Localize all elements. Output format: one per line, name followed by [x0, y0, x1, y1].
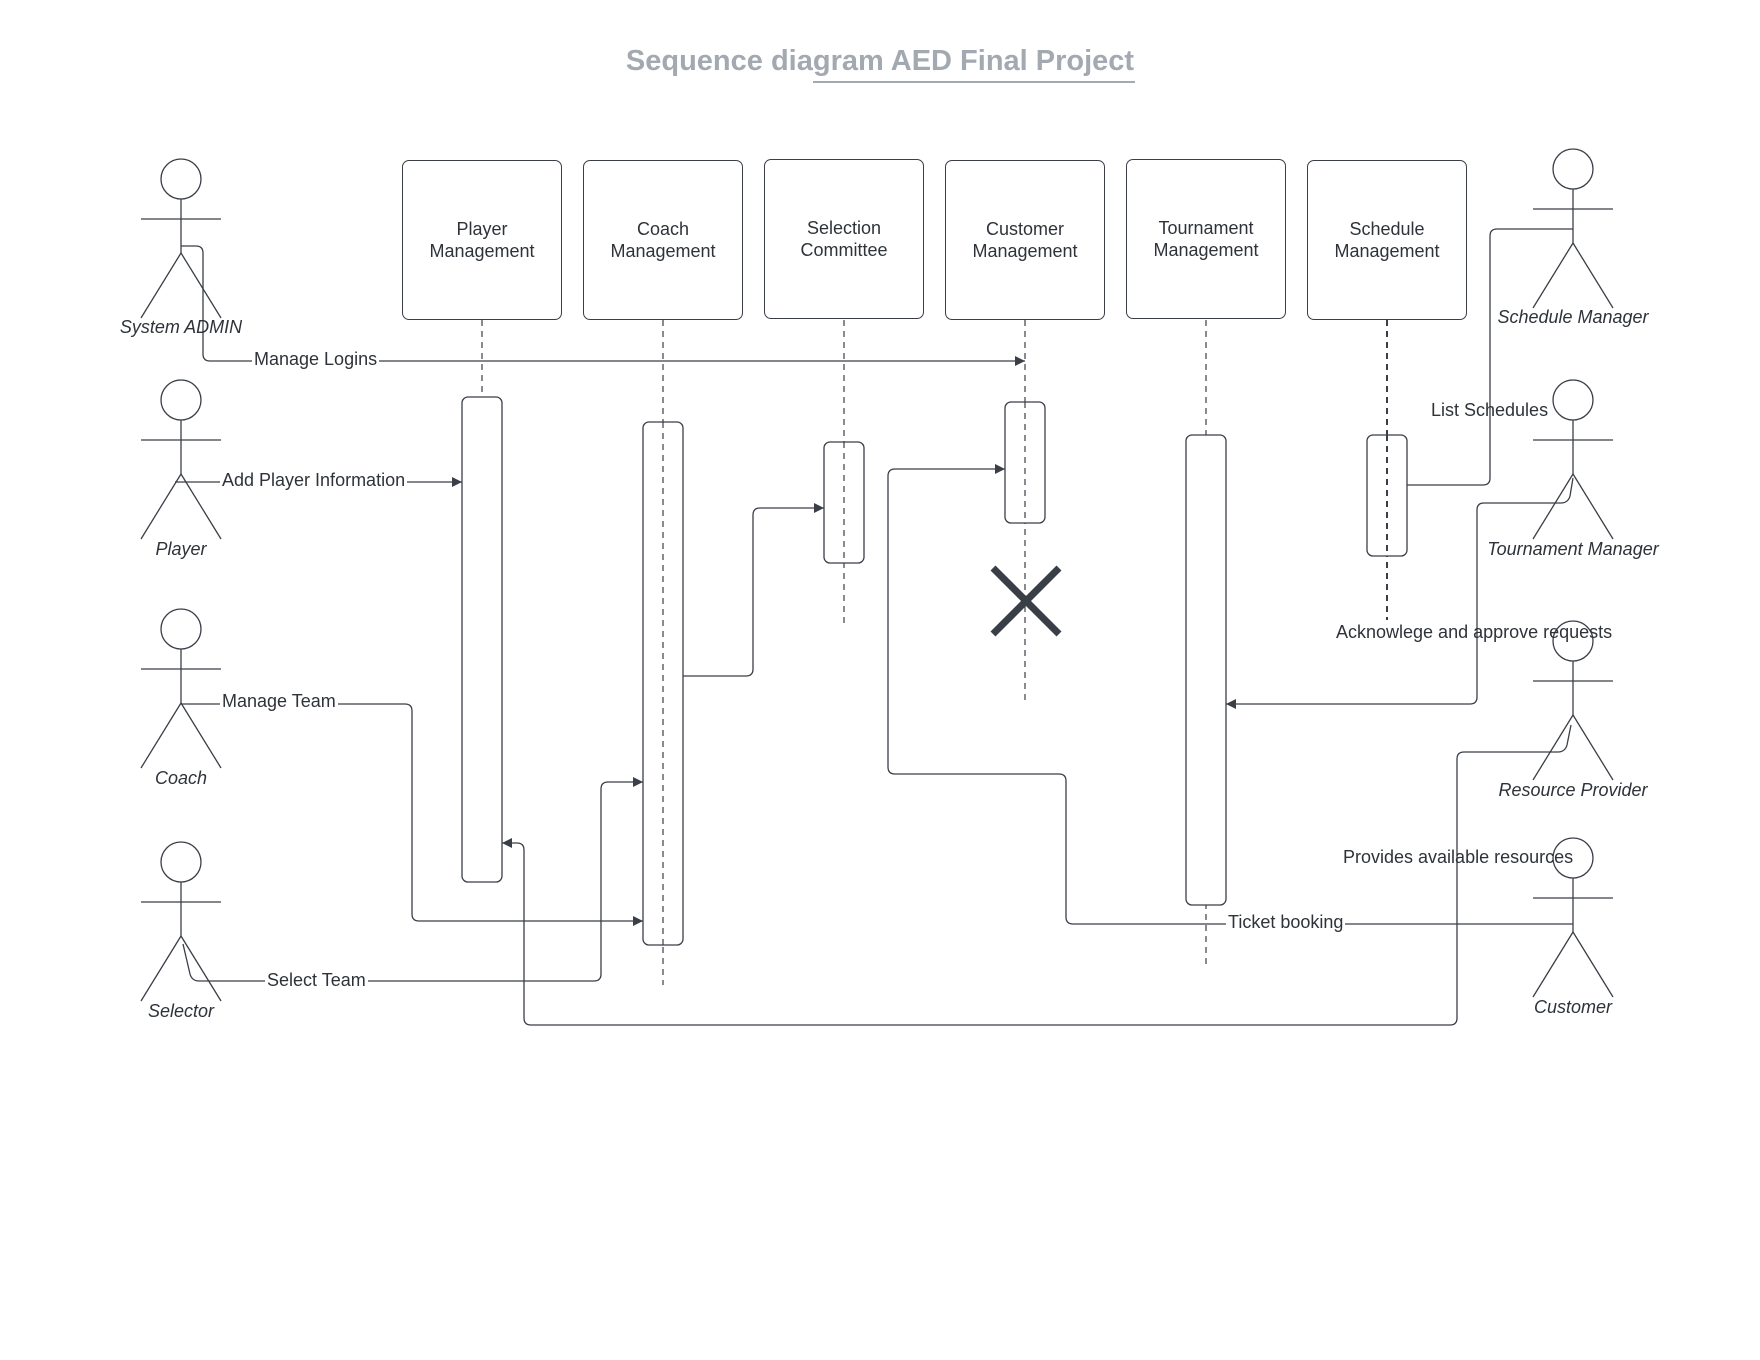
connector-list-schedules: [1407, 228, 1573, 486]
connector-acknowledge-requests: [1226, 477, 1574, 709]
connector-coach-to-selection: [683, 503, 824, 677]
actor-label-schedule-manager: Schedule Manager: [1497, 307, 1649, 327]
lifeline-coach-management: Coach Management: [583, 160, 743, 320]
actor-system-admin: [140, 158, 222, 319]
connector-provides-resources: [502, 724, 1572, 1026]
connector-manage-team: [181, 703, 643, 926]
actor-label-customer: Customer: [1533, 997, 1613, 1017]
actor-tournament-manager: [1532, 379, 1614, 540]
close-icon: [990, 565, 1062, 637]
connector-select-team: [182, 777, 643, 982]
page-title-text: Sequence diagram AED Final Project: [625, 45, 1135, 77]
message-add-player-information: Add Player Information: [220, 470, 408, 490]
lifeline-schedule-management: Schedule Management: [1307, 160, 1467, 320]
actor-label-tournament-manager: Tournament Manager: [1487, 539, 1659, 559]
message-select-team: Select Team: [265, 970, 368, 990]
actor-coach: [140, 608, 222, 769]
connector-ticket-booking: [887, 464, 1573, 925]
lifeline-label: Player Management: [429, 219, 535, 261]
actor-customer: [1532, 837, 1614, 998]
message-manage-team: Manage Team: [220, 691, 338, 711]
lifeline-label: Tournament Management: [1153, 218, 1259, 260]
message-list-schedules: List Schedules: [1431, 400, 1549, 420]
lifeline-selection-committee: Selection Committee: [764, 159, 924, 319]
message-provides-resources: Provides available resources: [1343, 847, 1574, 867]
title-underline: [813, 81, 1135, 83]
actor-label-selector: Selector: [147, 1001, 215, 1021]
activation-player-management: [461, 396, 503, 883]
lifeline-player-management: Player Management: [402, 160, 562, 320]
lifeline-label: Coach Management: [610, 219, 716, 261]
actor-selector: [140, 841, 222, 1002]
lifeline-dashes-overlay: [662, 402, 1388, 945]
actors: [140, 148, 1614, 1002]
lifeline-label: Schedule Management: [1334, 219, 1440, 261]
lifeline-tournament-management: Tournament Management: [1126, 159, 1286, 319]
activation-tournament-management: [1185, 434, 1227, 906]
connector-manage-logins: [181, 245, 1025, 366]
actor-label-coach: Coach: [154, 768, 208, 788]
actor-label-system-admin: System ADMIN: [119, 317, 243, 337]
actor-player: [140, 379, 222, 540]
message-ticket-booking: Ticket booking: [1226, 912, 1346, 932]
lifeline-label: Customer Management: [972, 219, 1078, 261]
activation-bars: [461, 396, 1408, 946]
lifeline-customer-management: Customer Management: [945, 160, 1105, 320]
lifeline-label: Selection Committee: [800, 218, 888, 260]
message-manage-logins: Manage Logins: [252, 349, 380, 369]
page-title: Sequence diagram AED Final Project: [0, 45, 1760, 78]
lifeline-dashes: [481, 320, 1388, 985]
message-acknowledge-requests: Acknowlege and approve requests: [1336, 622, 1613, 642]
actor-label-player: Player: [155, 539, 207, 559]
actor-label-resource-provider: Resource Provider: [1498, 780, 1648, 800]
actor-schedule-manager: [1532, 148, 1614, 309]
actor-resource-provider: [1532, 620, 1614, 781]
